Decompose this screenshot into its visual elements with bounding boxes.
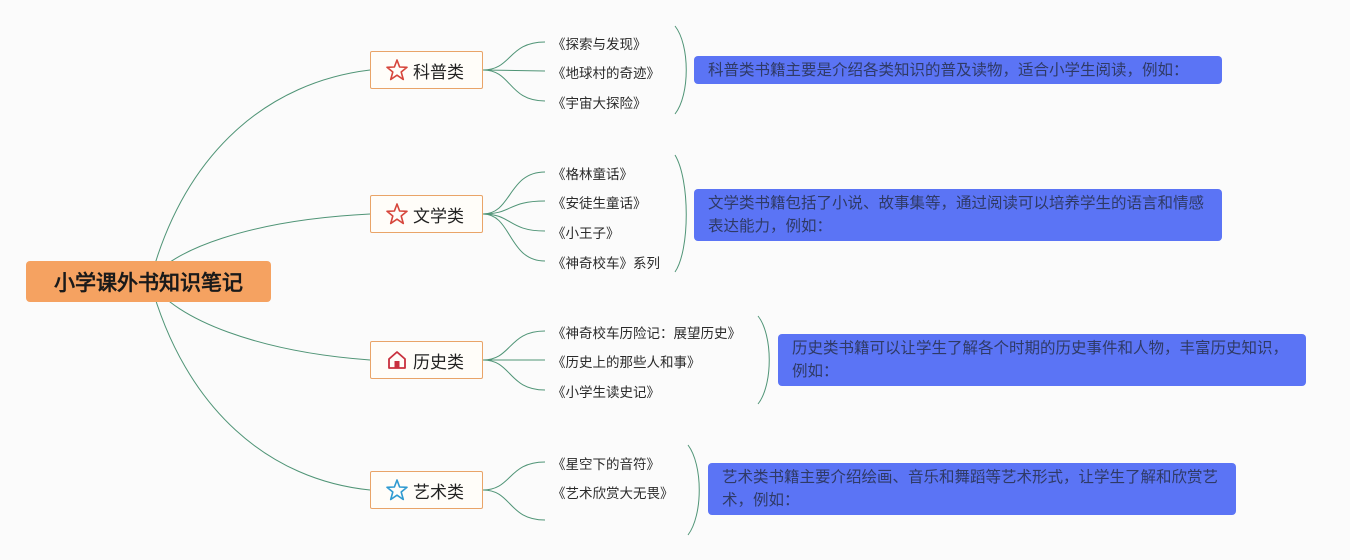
wenxue-book-connector	[482, 213, 546, 232]
kepu-book-connector	[482, 69, 546, 102]
book-item[interactable]: 《探索与发现》	[552, 37, 647, 53]
kepu-book-connector	[482, 41, 546, 71]
book-item[interactable]: 《历史上的那些人和事》	[552, 355, 701, 371]
book-item[interactable]: 《地球村的奇迹》	[552, 66, 660, 82]
lishi-summary-bracket	[757, 315, 770, 405]
description-lishi[interactable]: 历史类书籍可以让学生了解各个时期的历史事件和人物，丰富历史知识，例如：	[778, 334, 1306, 386]
book-item[interactable]: 《安徒生童话》	[552, 196, 647, 212]
yishu-book-connector	[482, 461, 546, 491]
category-label: 文学类	[413, 206, 464, 227]
book-item[interactable]: 《艺术欣赏大无畏》	[552, 486, 674, 502]
category-wenxue[interactable]: 文学类	[370, 195, 483, 233]
wenxue-book-connector	[482, 213, 546, 262]
red-house-icon	[385, 348, 409, 372]
category-kepu[interactable]: 科普类	[370, 51, 483, 89]
book-item[interactable]: 《格林童话》	[552, 167, 633, 183]
blue-star-icon	[385, 478, 409, 502]
wenxue-book-connector	[482, 171, 546, 215]
book-item[interactable]: 《星空下的音符》	[552, 457, 660, 473]
book-item[interactable]: 《神奇校车历险记：展望历史》	[552, 326, 741, 342]
wenxue-book-connector	[482, 200, 546, 215]
category-lishi[interactable]: 历史类	[370, 341, 483, 379]
book-item[interactable]: 《小学生读史记》	[552, 385, 660, 401]
book-item[interactable]: 《宇宙大探险》	[552, 96, 647, 112]
lishi-book-connector	[482, 359, 546, 391]
category-label: 科普类	[413, 62, 464, 83]
yishu-book-connector	[482, 489, 546, 521]
book-item[interactable]: 《神奇校车》系列	[552, 256, 660, 272]
yishu-summary-bracket	[687, 444, 700, 536]
book-item[interactable]: 《小王子》	[552, 226, 620, 242]
description-kepu[interactable]: 科普类书籍主要是介绍各类知识的普及读物，适合小学生阅读，例如：	[694, 56, 1222, 84]
category-label: 艺术类	[413, 482, 464, 503]
description-wenxue[interactable]: 文学类书籍包括了小说、故事集等，通过阅读可以培养学生的语言和情感表达能力，例如：	[694, 189, 1222, 241]
lishi-book-connector	[482, 330, 546, 361]
root-to-kepu-connector	[149, 69, 371, 282]
kepu-book-connector	[482, 69, 546, 72]
wenxue-summary-bracket	[674, 154, 687, 273]
root-topic[interactable]: 小学课外书知识笔记	[26, 261, 271, 302]
category-label: 历史类	[413, 352, 464, 373]
red-star-icon	[385, 202, 409, 226]
root-to-yishu-connector	[149, 280, 371, 491]
description-yishu[interactable]: 艺术类书籍主要介绍绘画、音乐和舞蹈等艺术形式，让学生了解和欣赏艺术，例如：	[708, 463, 1236, 515]
category-yishu[interactable]: 艺术类	[370, 471, 483, 509]
kepu-summary-bracket	[674, 25, 687, 115]
red-star-icon	[385, 58, 409, 82]
